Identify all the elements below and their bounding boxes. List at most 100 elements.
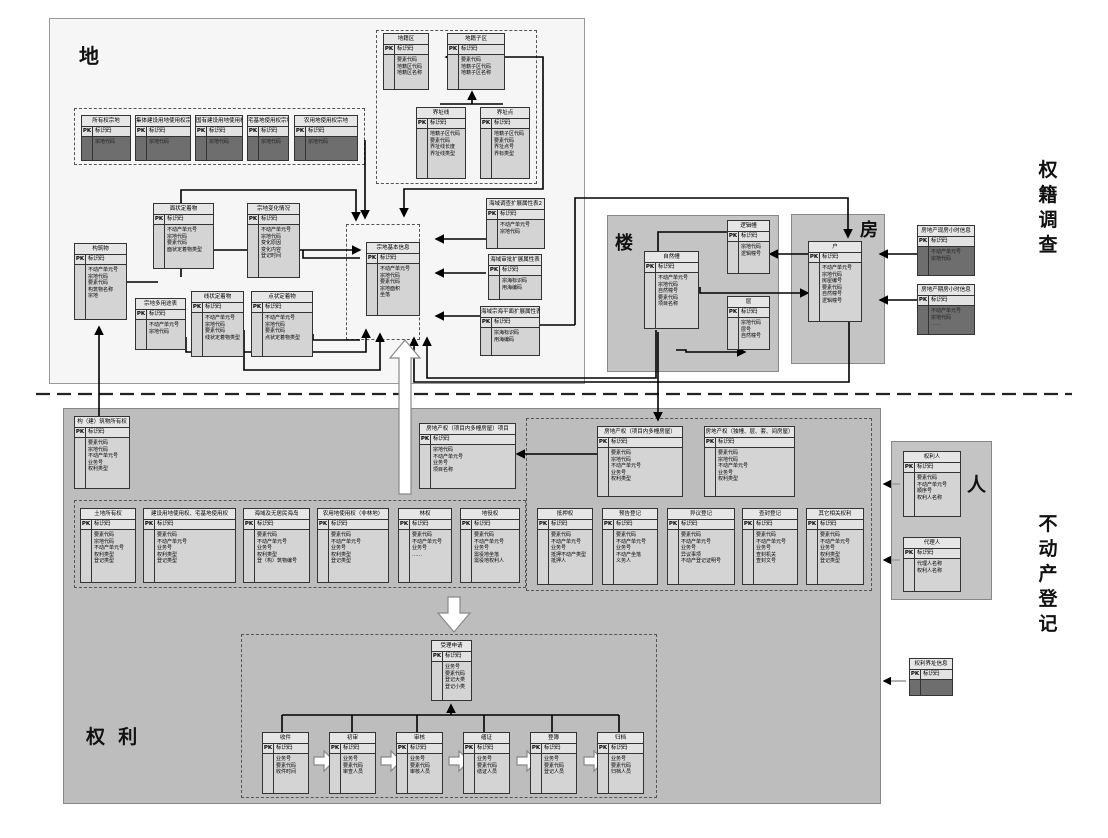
land-rights-group xyxy=(74,500,526,588)
entity-field: 宗地代码 xyxy=(931,314,952,321)
entity-field: 不动产单元号 xyxy=(931,249,962,255)
entity-field: 业务号 xyxy=(331,545,347,551)
entity-field: 需役地权利人 xyxy=(474,558,505,564)
entity-field: 不动产单元号 xyxy=(261,227,292,233)
entity-field: 自然幢号 xyxy=(741,333,762,339)
entity-field: 要素代码 xyxy=(88,440,109,446)
entity-field: 宗地代码 xyxy=(433,447,454,453)
entity-field: 不动产单元号 xyxy=(917,481,948,488)
entity-field: 业务号 xyxy=(551,545,567,551)
entity-field: 宗地代码 xyxy=(205,321,226,328)
entity-field: 异议事项 xyxy=(681,551,702,558)
survey-label: 权籍调查 xyxy=(1038,159,1058,256)
entity-field: 抵押不动产类型 xyxy=(551,551,587,558)
entity-field: 业务号 xyxy=(477,756,493,762)
entity-field: 业务号 xyxy=(616,545,632,551)
entity-field: 权利类型 xyxy=(88,466,109,472)
entity-field: 宗地代码 xyxy=(822,271,843,278)
entity-field: 不动产单元号 xyxy=(611,463,642,469)
entity-field: 宗地代码 xyxy=(380,272,401,279)
building-rights-group xyxy=(526,418,872,591)
entity-field: 要素代码 xyxy=(94,532,115,538)
building-label: 楼 xyxy=(615,233,633,254)
entity-field: 宗地代码 xyxy=(209,139,230,145)
entity-field: 宗地代码 xyxy=(149,139,170,145)
entity-field: 归档人员 xyxy=(611,769,632,775)
entity-field: 宗地代码 xyxy=(88,446,109,453)
entity-field: 缮证人员 xyxy=(477,769,498,775)
entity-field: 要素代码 xyxy=(756,532,777,538)
entity-field: 逻辑幢号 xyxy=(822,297,843,304)
land-label: 地 xyxy=(79,44,99,68)
entity-field: …… xyxy=(412,551,422,558)
entity-field: 查封机关 xyxy=(756,551,777,558)
entity-field: 要素代码 xyxy=(88,280,109,286)
entity-field: 不动产单元号 xyxy=(822,265,853,271)
entity-field: 要素代码 xyxy=(822,284,843,291)
entity-field: 业务号 xyxy=(433,460,449,466)
entity-field: 不动产单元号 xyxy=(205,315,236,321)
entity-field: 宗地代码 xyxy=(308,139,329,145)
entity-field: 点状定着物类型 xyxy=(265,334,301,341)
entity-field: 不动产单元号 xyxy=(88,453,119,459)
entity-field: 要素代码 xyxy=(380,279,401,285)
entity-field: 地籍子区代码 xyxy=(430,131,461,137)
entity-field: 业务号 xyxy=(820,545,836,551)
entity-field: 要素代码 xyxy=(477,762,498,769)
entity-field: 业务号 xyxy=(276,756,292,762)
entity-field: 登记类型 xyxy=(94,558,115,564)
entity-field: 变化内容 xyxy=(261,246,282,253)
entity-field: 业务号 xyxy=(756,545,772,551)
entity-field: 不动产单元号 xyxy=(658,275,689,281)
entity-field: 业务号 xyxy=(157,545,173,551)
entity-field: 地籍区名称 xyxy=(397,70,423,76)
registration-label: 不动产登记 xyxy=(1038,513,1058,635)
cadastre-boundary-group xyxy=(376,30,537,184)
entity-field: 宗地代码 xyxy=(741,320,762,326)
entity-field: 不动产坐落 xyxy=(616,551,642,558)
entity-field: 房屋编号 xyxy=(822,278,843,284)
rights-to-land-arrow xyxy=(388,339,422,495)
entity-field: 宗海标识码 xyxy=(494,330,520,336)
entity-field: 不动产单元号 xyxy=(681,538,712,545)
entity-field: 线状定着物类型 xyxy=(205,334,241,341)
entity-field: 业务号 xyxy=(88,459,104,466)
entity-field: 收件时间 xyxy=(276,769,297,775)
entity-field: 不动产单元号 xyxy=(157,538,188,545)
entity-field: 逻辑幢号 xyxy=(741,250,762,257)
entity-field: 不动产单元号 xyxy=(94,545,125,551)
entity-field: 宗地代码 xyxy=(167,233,188,240)
entity-field: 不动产单元号 xyxy=(380,266,411,272)
entity-field: 要素代码 xyxy=(343,762,364,769)
entity-field: 业务号 xyxy=(544,756,560,762)
entity-field: 面状定着物类型 xyxy=(167,246,203,253)
entity-field: 抵押人 xyxy=(551,558,567,564)
entity-field: 宗地代码 xyxy=(95,139,116,145)
entity-field: 不动产单元号 xyxy=(331,538,362,545)
entity-field: 要素代码 xyxy=(681,532,702,538)
entity-field: 不动产单元号 xyxy=(149,322,180,328)
entity-field: 登记类型 xyxy=(820,558,841,564)
entity-field: 要素代码 xyxy=(167,240,188,246)
entity-field: 登记类型 xyxy=(331,558,352,564)
entity-field: 宗地代码 xyxy=(611,456,632,463)
